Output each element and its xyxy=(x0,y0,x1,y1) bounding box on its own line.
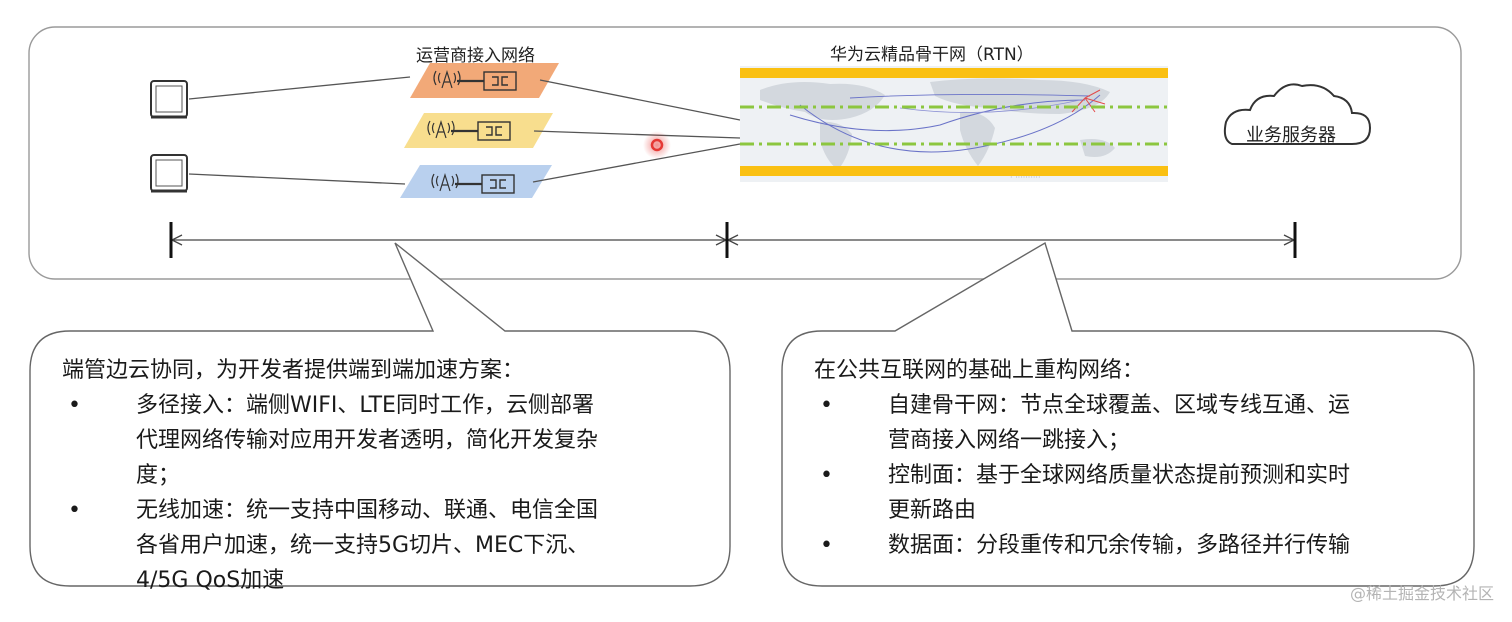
carrier-link xyxy=(539,79,741,121)
device-link xyxy=(188,173,406,185)
backbone-band xyxy=(740,68,1168,78)
bullet-line: 自建骨干网：节点全球覆盖、区域专线互通、运 xyxy=(888,393,1351,418)
left-callout-heading: 端管边云协同，为开发者提供端到端加速方案： xyxy=(62,358,525,383)
device-icon xyxy=(150,154,188,193)
list-item: • 数据面：分段重传和冗余传输，多路径并行传输 xyxy=(814,528,1448,563)
bullet-symbol: • xyxy=(68,498,81,523)
list-item: • 无线加速：统一支持中国移动、联通、电信全国 各省用户加速，统一支持5G切片、… xyxy=(62,493,696,598)
antenna-icon xyxy=(427,119,455,139)
router-icon xyxy=(483,71,517,91)
bullet-line: 控制面：基于全球网络质量状态提前预测和实时 xyxy=(888,463,1351,488)
server-label: 业务服务器 xyxy=(1246,125,1336,146)
antenna-icon xyxy=(431,172,459,192)
router-icon xyxy=(477,121,511,141)
backbone-label: 华为云精品骨干网（RTN） xyxy=(830,45,1034,65)
device-link xyxy=(188,76,411,100)
svg-text:· ··········: · ·········· xyxy=(1010,173,1041,182)
carrier-link xyxy=(533,130,741,139)
left-callout-bubble xyxy=(29,242,731,587)
world-map-icon: ······················ · ·········· xyxy=(740,66,1168,182)
bullet-line: 4/5G QoS加速 xyxy=(136,568,285,593)
router-icon xyxy=(481,174,515,194)
right-callout-text: 在公共互联网的基础上重构网络： • 自建骨干网：节点全球覆盖、区域专线互通、运 … xyxy=(814,353,1448,563)
bullet-symbol: • xyxy=(820,533,833,558)
bullet-symbol: • xyxy=(820,463,833,488)
cloud-icon xyxy=(1223,83,1372,145)
list-item: • 多径接入：端侧WIFI、LTE同时工作，云侧部署 代理网络传输对应用开发者透… xyxy=(62,388,696,493)
list-item: • 控制面：基于全球网络质量状态提前预测和实时 更新路由 xyxy=(814,458,1448,528)
left-callout-text: 端管边云协同，为开发者提供端到端加速方案： • 多径接入：端侧WIFI、LTE同… xyxy=(62,353,696,598)
carrier-link xyxy=(532,143,741,183)
bullet-line: 无线加速：统一支持中国移动、联通、电信全国 xyxy=(136,498,599,523)
backbone-band xyxy=(740,166,1168,176)
antenna-icon xyxy=(433,69,461,89)
carrier-network-blue xyxy=(400,165,552,198)
laser-pointer xyxy=(643,131,671,159)
right-callout-heading: 在公共互联网的基础上重构网络： xyxy=(814,358,1145,383)
bullet-line: 各省用户加速，统一支持5G切片、MEC下沉、 xyxy=(136,533,590,558)
bullet-symbol: • xyxy=(68,393,81,418)
carrier-network-label: 运营商接入网络 xyxy=(416,46,535,66)
bullet-line: 营商接入网络一跳接入； xyxy=(888,428,1131,453)
device-icon xyxy=(150,80,188,119)
bullet-symbol: • xyxy=(820,393,833,418)
bullet-line: 代理网络传输对应用开发者透明，简化开发复杂 xyxy=(136,428,599,453)
right-callout-bubble xyxy=(781,241,1475,587)
list-item: • 自建骨干网：节点全球覆盖、区域专线互通、运 营商接入网络一跳接入； xyxy=(814,388,1448,458)
bullet-line: 度； xyxy=(136,463,181,488)
bullet-line: 多径接入：端侧WIFI、LTE同时工作，云侧部署 xyxy=(136,393,594,418)
bullet-line: 数据面：分段重传和冗余传输，多路径并行传输 xyxy=(888,533,1351,558)
watermark: @稀土掘金技术社区 xyxy=(1349,584,1494,603)
bullet-line: 更新路由 xyxy=(888,498,977,523)
